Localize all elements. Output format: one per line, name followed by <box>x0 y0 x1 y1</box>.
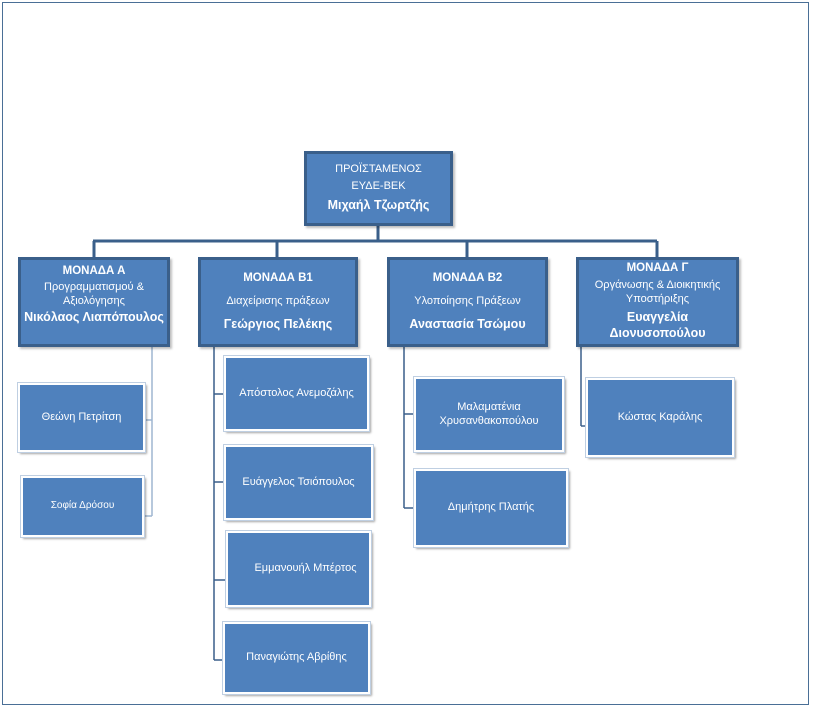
staff-b1-4[interactable]: Παναγιώτης Αβρίθης <box>222 621 371 695</box>
unit-a-title: ΜΟΝΑΔΑ Α <box>62 265 126 277</box>
staff-b1-3[interactable]: Εμμανουήλ Μπέρτος <box>225 530 372 608</box>
unit-g-subtitle: Οργάνωσης & Διοικητικής Υποστήριξης <box>594 279 721 306</box>
unit-g-title: ΜΟΝΑΔΑ Γ <box>626 262 689 274</box>
unit-b2-head-name: Αναστασία Τσώμου <box>409 317 526 332</box>
staff-b1-1-name: Απόστολος Ανεμοζάλης <box>239 386 354 399</box>
staff-b1-1[interactable]: Απόστολος Ανεμοζάλης <box>223 355 370 432</box>
staff-b2-2[interactable]: Δημήτρης Πλατής <box>413 468 569 548</box>
unit-b2-title: ΜΟΝΑΔΑ Β2 <box>432 272 503 285</box>
staff-b1-2-name: Ευάγγελος Τσιόπουλος <box>242 475 355 488</box>
unit-a-subtitle: Προγραμματισμού & Αξιολόγησης <box>44 281 144 308</box>
head-box[interactable]: ΠΡΟΪΣΤΑΜΕΝΟΣ ΕΥΔΕ-ΒΕΚ Μιχαήλ Τζωρτζής <box>304 151 453 226</box>
unit-b2-subtitle: Υλοποίησης Πράξεων <box>414 294 521 307</box>
staff-b1-4-name: Παναγιώτης Αβρίθης <box>246 651 347 664</box>
staff-a-2-name: Σοφία Δρόσου <box>50 500 115 512</box>
staff-a-1-name: Θεώνη Πετρίτση <box>41 410 122 423</box>
head-name: Μιχαήλ Τζωρτζής <box>327 198 430 213</box>
unit-g-head-name: Ευαγγελία Διονυσοπούλου <box>609 309 706 340</box>
head-title-line1: ΠΡΟΪΣΤΑΜΕΝΟΣ <box>335 162 422 175</box>
unit-b1-head-name: Γεώργιος Πελέκης <box>223 317 333 332</box>
head-title-line2: ΕΥΔΕ-ΒΕΚ <box>351 179 406 192</box>
staff-g-1[interactable]: Κώστας Καράλης <box>585 377 735 458</box>
staff-a-2[interactable]: Σοφία Δρόσου <box>20 475 145 538</box>
staff-g-1-name: Κώστας Καράλης <box>617 410 703 423</box>
unit-b1-box[interactable]: ΜΟΝΑΔΑ Β1 Διαχείρισης πράξεων Γεώργιος Π… <box>198 257 358 347</box>
unit-b1-title: ΜΟΝΑΔΑ Β1 <box>243 272 313 285</box>
staff-b1-2[interactable]: Ευάγγελος Τσιόπουλος <box>223 444 374 521</box>
staff-a-1[interactable]: Θεώνη Πετρίτση <box>17 382 146 453</box>
unit-a-head-name: Νικόλαος Λιαπόπουλος <box>24 309 164 324</box>
staff-b2-1[interactable]: Μαλαματένια Χρυσανθακοπούλου <box>413 376 565 453</box>
unit-a-box[interactable]: ΜΟΝΑΔΑ Α Προγραμματισμού & Αξιολόγησης Ν… <box>18 257 170 347</box>
staff-b2-2-name: Δημήτρης Πλατής <box>447 501 535 514</box>
unit-b2-box[interactable]: ΜΟΝΑΔΑ Β2 Υλοποίησης Πράξεων Αναστασία Τ… <box>387 257 548 347</box>
staff-b1-3-name: Εμμανουήλ Μπέρτος <box>254 562 357 575</box>
unit-b1-subtitle: Διαχείρισης πράξεων <box>226 294 330 307</box>
unit-g-box[interactable]: ΜΟΝΑΔΑ Γ Οργάνωσης & Διοικητικής Υποστήρ… <box>576 257 739 347</box>
staff-b2-1-name: Μαλαματένια Χρυσανθακοπούλου <box>439 400 539 427</box>
